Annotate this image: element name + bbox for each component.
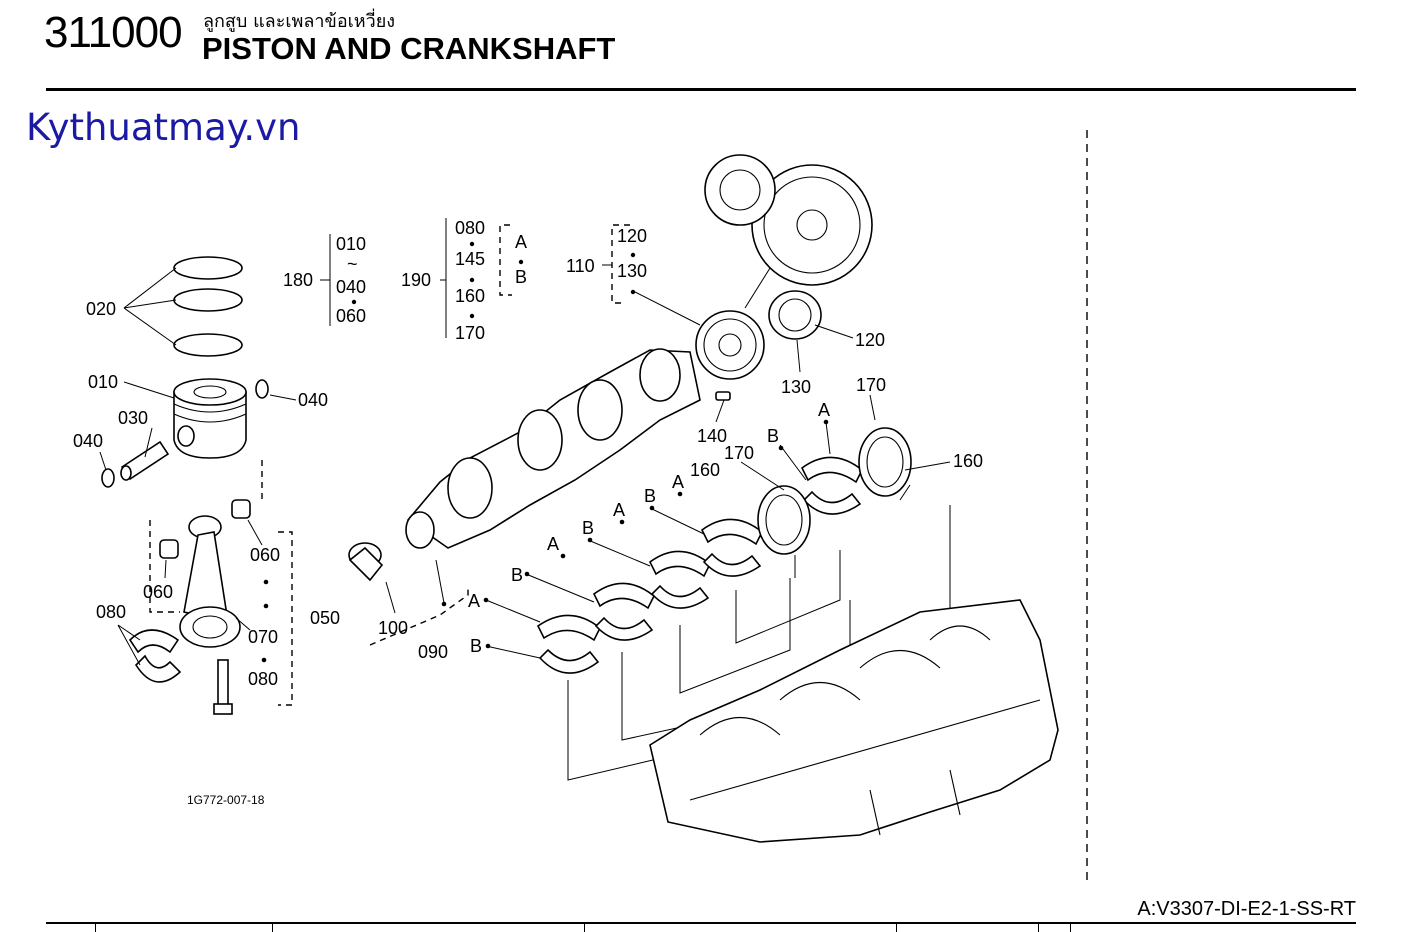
group-110-item-120: 120 <box>617 226 647 246</box>
callout-080-bolt: 080 <box>248 669 278 689</box>
feather-key <box>715 391 731 401</box>
callout-160-left: 160 <box>690 460 720 480</box>
callout-010: 010 <box>88 372 118 392</box>
group-190-variant-a: A <box>515 232 527 252</box>
group-190-item-080: 080 <box>455 218 485 238</box>
group-180-item-010: 010 <box>336 234 366 254</box>
bearing-label-b1: B <box>470 636 482 656</box>
model-code: A:V3307-DI-E2-1-SS-RT <box>1137 898 1356 920</box>
idler-gear <box>751 164 873 286</box>
bearing-label-b3: B <box>582 518 594 538</box>
callout-140: 140 <box>697 426 727 446</box>
connecting-rod-bolt <box>213 659 233 715</box>
bearing-label-b5: B <box>767 426 779 446</box>
callout-040-right: 040 <box>298 390 328 410</box>
callout-090: 090 <box>418 642 448 662</box>
timing-gear-cover <box>704 154 776 226</box>
callout-160-right: 160 <box>953 451 983 471</box>
callout-020: 020 <box>86 299 116 319</box>
group-180-item-040: 040 <box>336 277 366 297</box>
crankshaft <box>405 348 701 549</box>
callout-110: 110 <box>566 256 595 276</box>
group-190-item-160: 160 <box>455 286 485 306</box>
piston-rings <box>173 256 243 357</box>
callout-060-top: 060 <box>250 545 280 565</box>
piston-pin <box>120 440 170 481</box>
title-thai: ลูกสูบ และเพลาข้อเหวี่ยง <box>203 11 396 32</box>
bearing-label-a2: A <box>547 534 559 554</box>
snap-ring-left <box>101 468 115 488</box>
big-end-bearing <box>128 629 182 683</box>
piston <box>173 378 247 459</box>
footer-cell-divider <box>584 922 585 932</box>
callout-080-bearing: 080 <box>96 602 126 622</box>
footer-divider <box>46 922 1356 924</box>
callout-190: 190 <box>401 270 431 290</box>
callout-060-left: 060 <box>143 582 173 602</box>
bearing-label-a5: A <box>818 400 830 420</box>
page-title: PISTON AND CRANKSHAFT <box>202 31 616 66</box>
callout-100: 100 <box>378 618 408 638</box>
group-190-item-145: 145 <box>455 249 485 269</box>
header-divider <box>46 88 1356 91</box>
callout-120: 120 <box>855 330 885 350</box>
main-bearings <box>536 456 864 674</box>
group-190-variant-b: B <box>515 267 527 287</box>
crankshaft-gear <box>695 310 765 380</box>
thrust-collar <box>768 290 822 340</box>
cylinder-block <box>649 599 1059 843</box>
group-110-item-130: 130 <box>617 261 647 281</box>
bearing-label-b4: B <box>644 486 656 506</box>
bearing-label-a3: A <box>613 500 625 520</box>
callout-040-left: 040 <box>73 431 103 451</box>
callout-130: 130 <box>781 377 811 397</box>
bearing-label-b2: B <box>511 565 523 585</box>
group-190-item-170: 170 <box>455 323 485 343</box>
footer-cell-divider <box>896 922 897 932</box>
bearing-label-a1: A <box>468 591 480 611</box>
small-end-bush-left <box>159 539 179 559</box>
figure-id: 1G772-007-18 <box>187 793 265 807</box>
group-180-item-060: 060 <box>336 306 366 326</box>
section-code: 311000 <box>44 8 183 57</box>
callout-030: 030 <box>118 408 148 428</box>
snap-ring-right <box>255 379 269 399</box>
footer-cell-divider <box>95 922 96 932</box>
footer-cell-divider <box>1070 922 1071 932</box>
watermark: Kythuatmay.vn <box>26 106 301 149</box>
footer-cell-divider <box>272 922 273 932</box>
footer-cell-divider <box>1038 922 1039 932</box>
callout-170-right: 170 <box>856 375 886 395</box>
connecting-rod <box>179 515 241 648</box>
small-end-bush-top <box>231 499 251 519</box>
bearing-label-a4: A <box>672 472 684 492</box>
crank-bush <box>348 542 384 582</box>
thrust-washers <box>757 427 912 555</box>
callout-170-left: 170 <box>724 443 754 463</box>
callout-180: 180 <box>283 270 313 290</box>
callout-050: 050 <box>310 608 340 628</box>
group-180-tilde: ~ <box>347 254 358 274</box>
callout-070: 070 <box>248 627 278 647</box>
